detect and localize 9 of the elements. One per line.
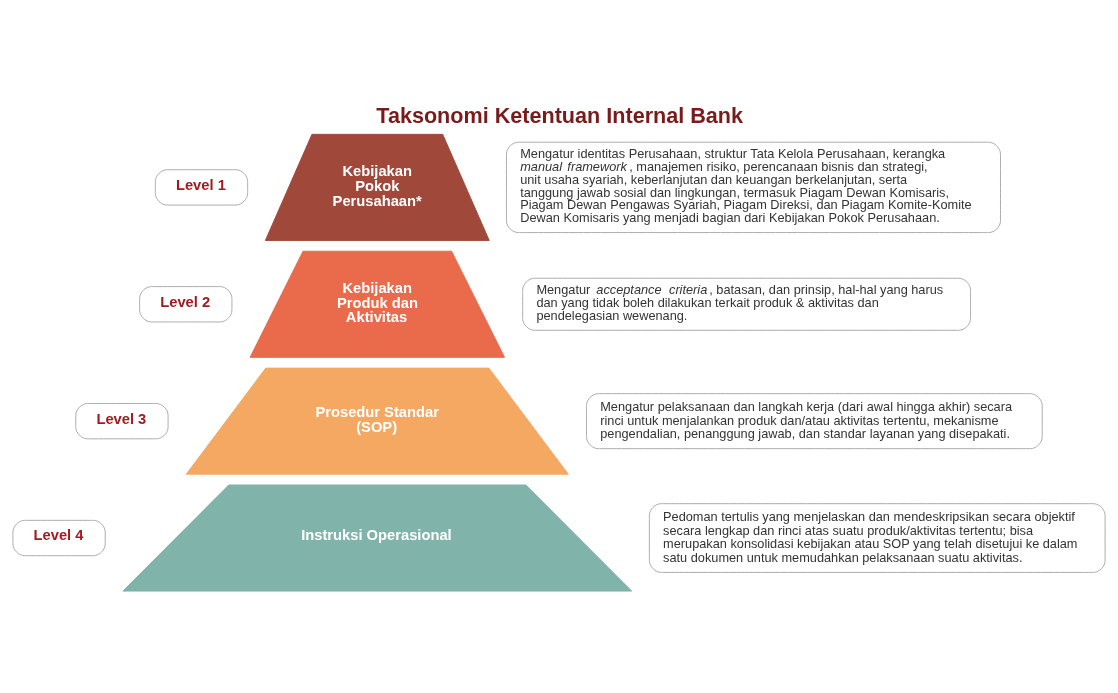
node-box: Mengatur acceptance criteria, batasan, dan prinsip, hal-hal yang harus dan yang tidak boleh dilakukan terkait produk & aktivitas dan pendelegasian wewenang. — [522, 277, 971, 331]
node-box: Level 4 — [12, 519, 106, 556]
node-box: Mengatur identitas Perusahaan, struktur Tata Kelola Perusahaan, kerangka manual framework, manajemen risiko, perencanaan bisnis dan strategi, unit usaha syariah, keberlanjutan dan keuangan berkelanjutan, serta tanggung jawab sosial dan lingkungan, termasuk Piagam Dewan Komisaris, Piagam Dewan Pengawas Syariah, Piagam Direksi, dan Piagam Komite-Komite Dewan Komisaris yang menjadi bagian dari Kebijakan Pokok Perusahaan. — [505, 141, 1001, 233]
node-box: Level 1 — [154, 168, 249, 206]
diagram-title: Taksonomi Ketentuan Internal Bank — [376, 102, 744, 128]
node-box: Level 3 — [75, 402, 169, 439]
node-box: Level 2 — [139, 285, 233, 322]
node-box: Mengatur pelaksanaan dan langkah kerja (dari awal hingga akhir) secara rinci untuk menjalankan produk dan/atau aktivitas tertentu, mekanisme pengendalian, penanggung jawab, dan standar layanan yang disepakati. — [586, 392, 1043, 449]
node-box: Pedoman tertulis yang menjelaskan dan mendeskripsikan secara objektif secara lengkap dan rinci atas suatu produk/aktivitas tertentu; bisa merupakan konsolidasi kebijakan atau SOP yang telah disetujui ke dalam satu dokumen untuk memudahkan pelaksanaan suatu aktivitas. — [648, 502, 1106, 573]
